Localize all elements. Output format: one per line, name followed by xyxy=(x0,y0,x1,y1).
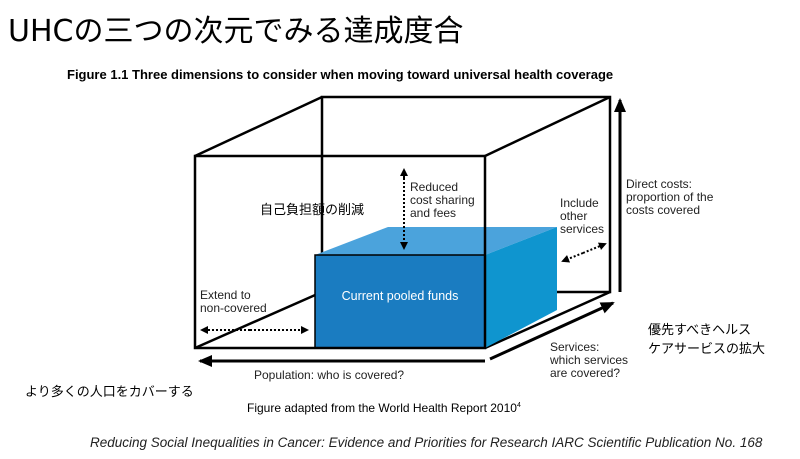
figure-source: Figure adapted from the World Health Rep… xyxy=(247,401,521,415)
include-services-label: Include other services xyxy=(560,197,604,236)
pooled-funds-label: Current pooled funds xyxy=(341,289,459,303)
label-line: services xyxy=(560,222,605,236)
jp-population-expansion: より多くの人口をカバーする xyxy=(25,385,194,400)
label-line: proportion of the xyxy=(626,190,714,204)
label-line: non-covered xyxy=(200,301,267,315)
label-line: cost sharing xyxy=(410,193,475,207)
label-line: ケアサービスの拡大 xyxy=(648,342,766,357)
label-line: Extend to xyxy=(200,288,251,302)
label-line: which services xyxy=(550,353,629,367)
reduced-cost-label: Reduced cost sharing and fees xyxy=(410,181,475,220)
pooled-box-top xyxy=(315,227,557,255)
include-services-right-arrow xyxy=(582,242,607,254)
citation: Reducing Social Inequalities in Cancer: … xyxy=(90,435,763,450)
source-text: Figure adapted from the World Health Rep… xyxy=(247,401,517,415)
source-footnote: 4 xyxy=(516,402,521,409)
label-line: 優先すべきヘルス xyxy=(648,323,752,338)
jp-services-expansion: 優先すべきヘルス ケアサービスの拡大 xyxy=(648,321,765,359)
services-axis-arrow xyxy=(489,301,615,361)
include-services-left-arrow xyxy=(561,252,584,263)
services-axis-label: Services: which services are covered? xyxy=(550,341,628,380)
extend-label: Extend to non-covered xyxy=(200,289,267,315)
label-line: Direct costs: xyxy=(626,177,693,191)
cube-front-face xyxy=(193,154,487,350)
label-line: costs covered xyxy=(626,203,701,217)
slide-title: UHCの三つの次元でみる達成度合 xyxy=(8,14,464,49)
figure-title: Figure 1.1 Three dimensions to consider … xyxy=(67,67,614,82)
jp-cost-reduction: 自己負担額の削減 xyxy=(260,203,365,218)
pooled-funds-box xyxy=(314,227,557,349)
direct-costs-label: Direct costs: proportion of the costs co… xyxy=(626,178,713,217)
pooled-box-side xyxy=(485,227,557,348)
label-line: Services: xyxy=(550,340,600,354)
label-line: are covered? xyxy=(550,366,621,380)
label-line: Include xyxy=(560,196,599,210)
label-line: and fees xyxy=(410,206,457,220)
population-axis-label: Population: who is covered? xyxy=(254,368,405,382)
label-line: Reduced xyxy=(410,180,459,194)
label-line: other xyxy=(560,209,588,223)
